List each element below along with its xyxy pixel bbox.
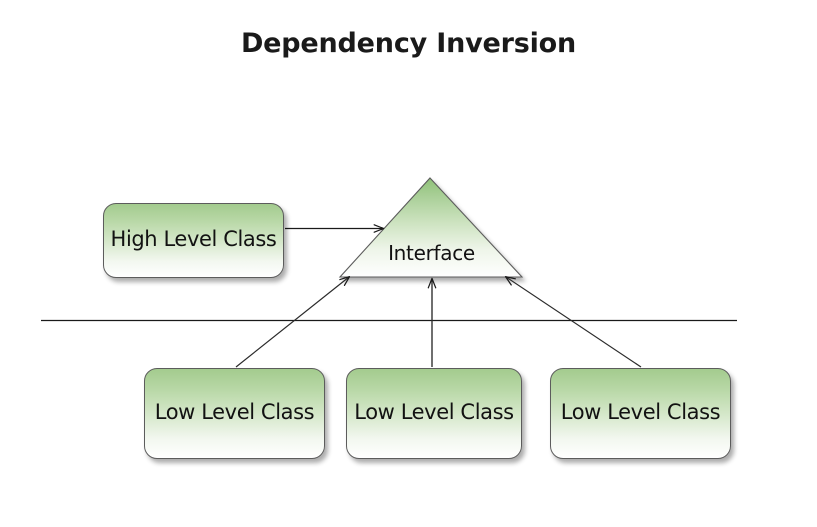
node-low-level-class-2[interactable]: Low Level Class: [346, 368, 522, 459]
node-low-level-class-1[interactable]: Low Level Class: [144, 368, 325, 459]
connector-low-level-3-to-interface: [506, 277, 642, 368]
node-label: Low Level Class: [354, 399, 514, 424]
interface-triangle[interactable]: [338, 177, 524, 278]
node-label: Low Level Class: [154, 399, 315, 424]
page-title: Dependency Inversion: [240, 28, 577, 59]
node-high-level-class[interactable]: High Level Class: [103, 203, 284, 278]
node-label: High Level Class: [110, 226, 277, 251]
node-label: Low Level Class: [560, 399, 721, 424]
connector-low-level-1-to-interface: [235, 277, 349, 368]
node-low-level-class-3[interactable]: Low Level Class: [550, 368, 731, 459]
